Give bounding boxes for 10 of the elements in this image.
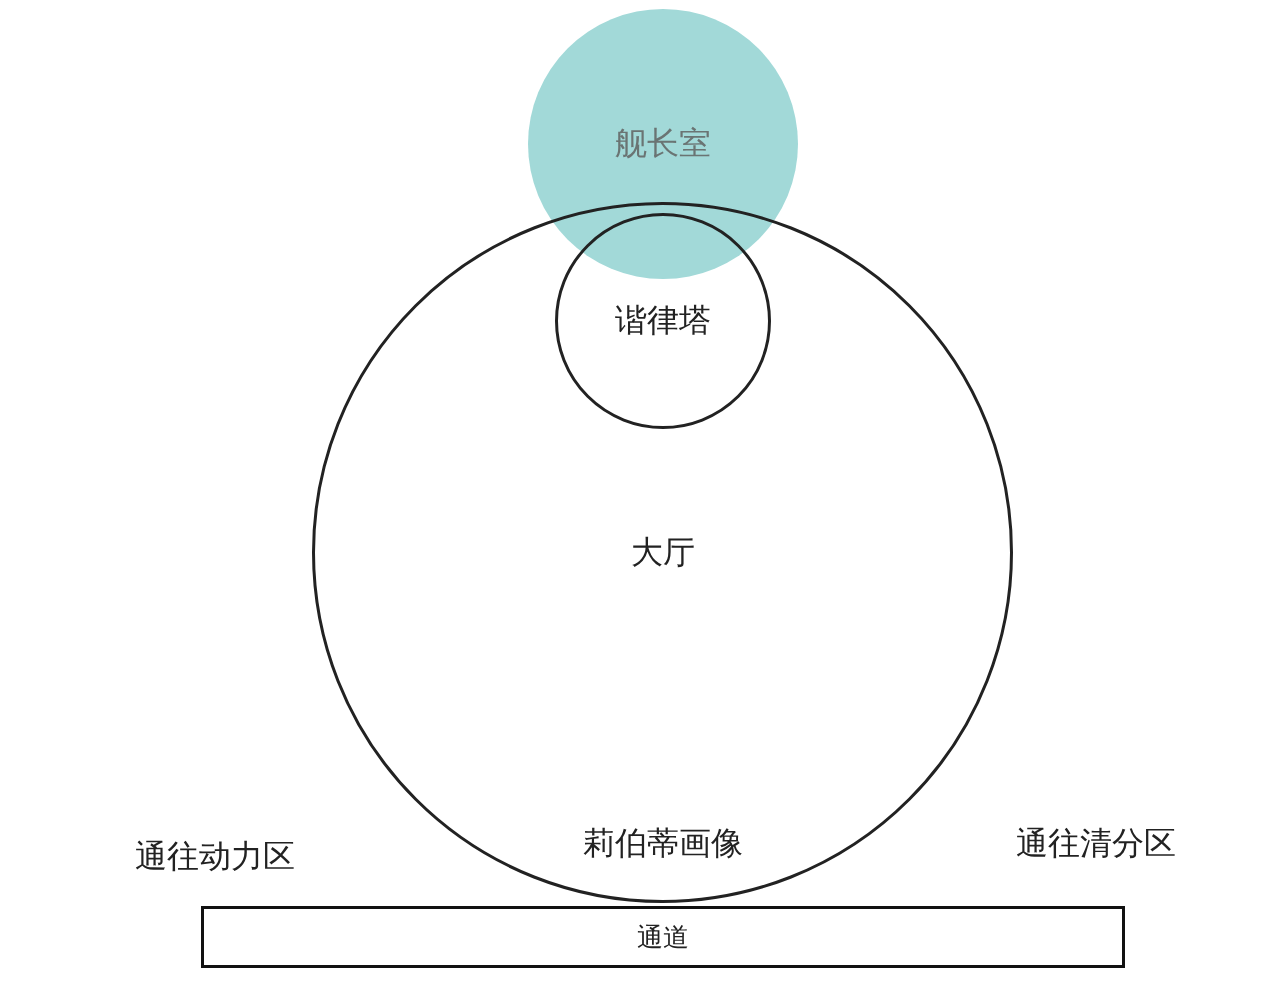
exit-label: 通往动力区 <box>135 836 295 877</box>
room-label: 舰长室 <box>615 123 711 164</box>
exit-label: 通往清分区 <box>1016 823 1176 864</box>
room-label: 大厅 <box>630 531 695 573</box>
corridor-box <box>201 906 1125 968</box>
corridor-label: 通道 <box>637 920 689 954</box>
portrait-label: 莉伯蒂画像 <box>583 823 743 864</box>
hall-circle <box>312 202 1013 903</box>
room-label: 谐律塔 <box>615 300 711 341</box>
tower-circle <box>555 213 771 429</box>
